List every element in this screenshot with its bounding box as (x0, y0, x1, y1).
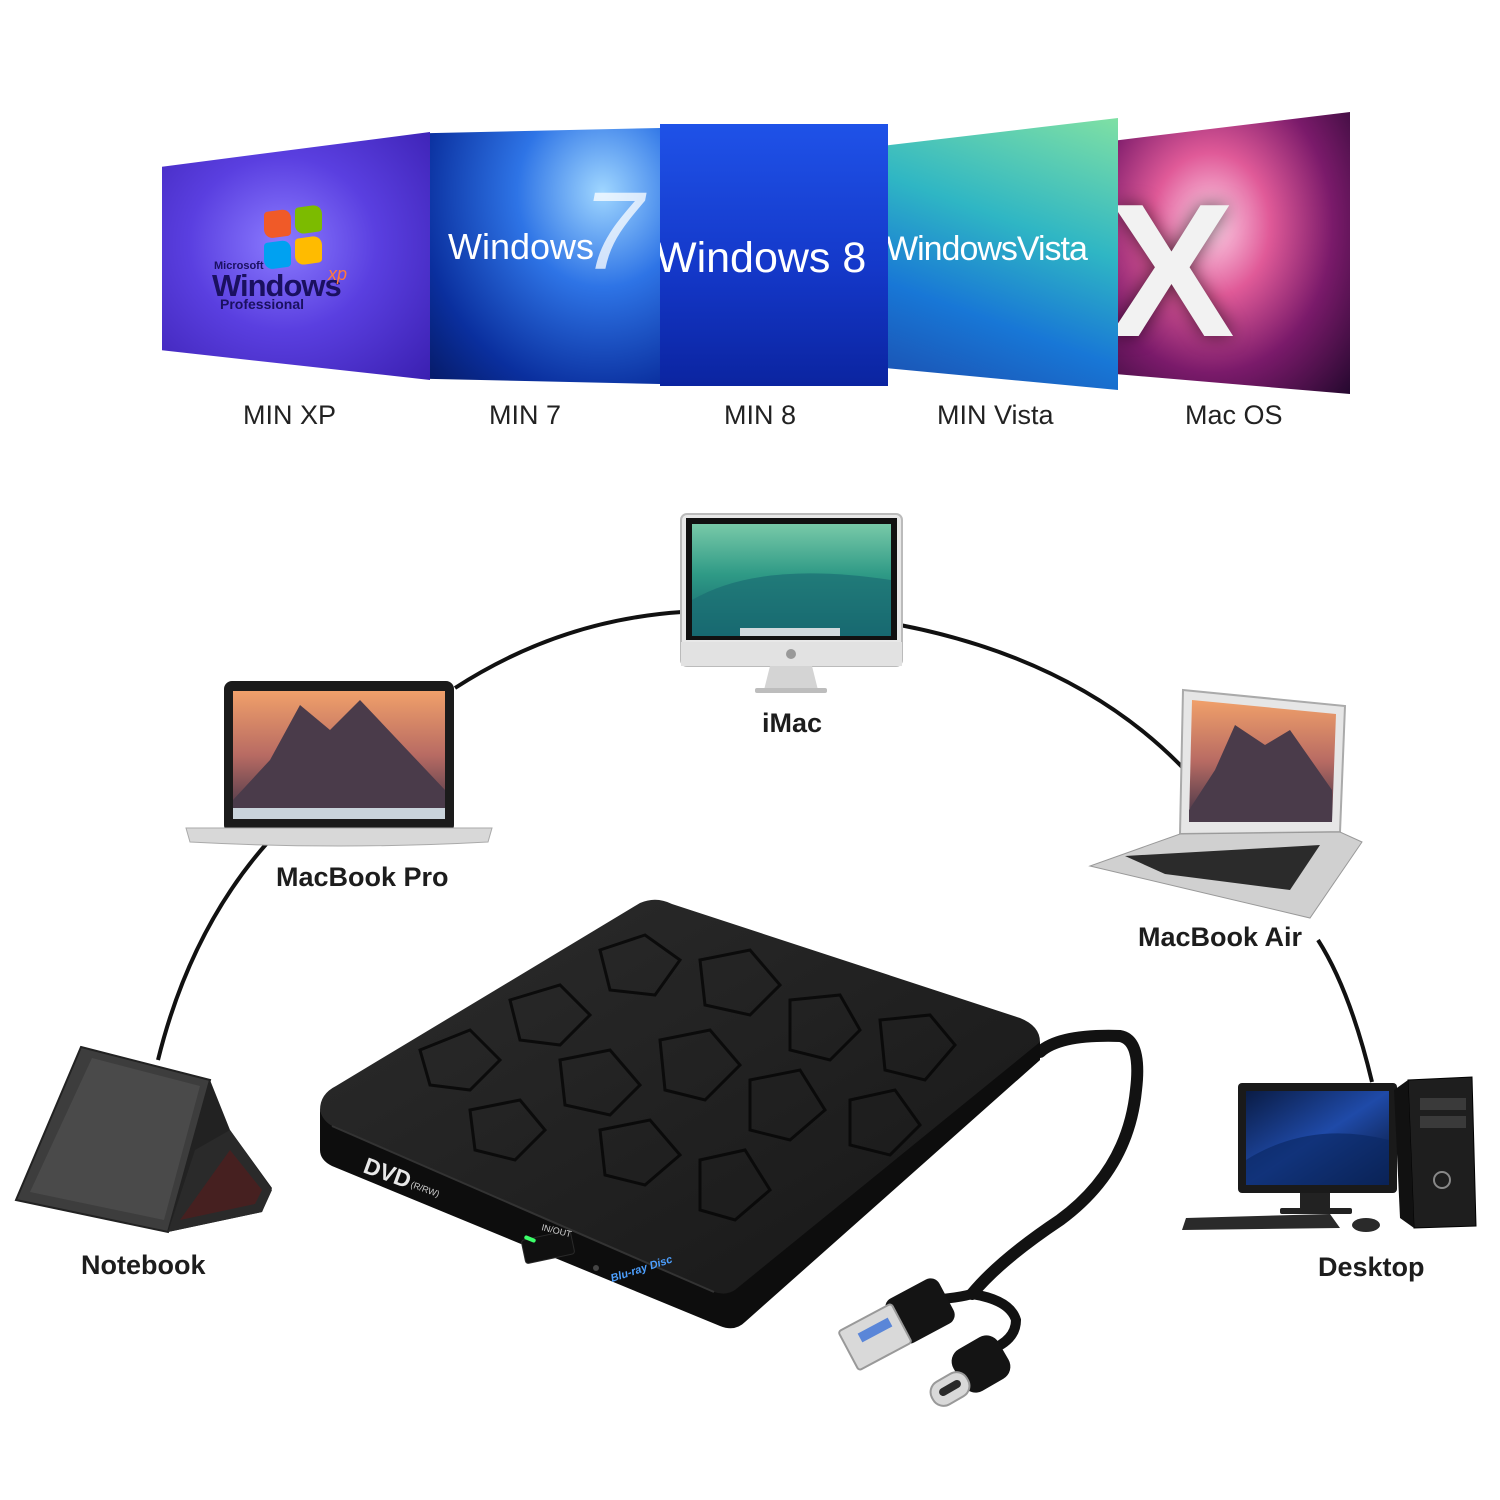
device-label-notebook: Notebook (81, 1250, 206, 1280)
notebook-icon (14, 1045, 272, 1234)
link-macbook-pro-imac (453, 610, 683, 690)
windows-8-panel: Windows 8 (660, 124, 888, 386)
usb-c-connector-icon (929, 1335, 1011, 1407)
device-label-macbook-air: MacBook Air (1138, 922, 1303, 952)
os-label-xp: MIN XP (243, 400, 337, 430)
os-label-mac: Mac OS (1185, 400, 1283, 430)
xp-logo-microsoft: Microsoft (214, 260, 264, 272)
desktop-icon (1182, 1076, 1477, 1232)
os-label-7: MIN 7 (489, 400, 562, 430)
win7-logo-text: Windows (448, 226, 595, 267)
link-imac-macbook-air (899, 623, 1187, 772)
emergency-eject-hole-icon (593, 1265, 599, 1271)
windows-7-panel: Windows 7 (430, 128, 660, 384)
win7-logo-number: 7 (582, 170, 644, 293)
windows-vista-panel: WindowsVista (888, 118, 1118, 390)
device-label-desktop: Desktop (1318, 1252, 1425, 1282)
device-label-imac: iMac (762, 708, 823, 738)
external-dvd-drive: DVD (R/RW) IN/OUT Blu-ray Disc (320, 899, 1040, 1329)
os-label-vista: MIN Vista (937, 400, 1054, 430)
macbook-pro-icon (185, 681, 493, 847)
drive-texture (418, 933, 957, 1222)
power-led-icon (524, 1235, 536, 1243)
device-label-macbook-pro: MacBook Pro (276, 862, 449, 892)
mac-os-x-panel: X (1118, 112, 1350, 394)
xp-logo-xp: xp (328, 264, 348, 284)
eject-button[interactable] (521, 1230, 575, 1264)
mac-os-x-logo: X (1118, 165, 1235, 377)
link-macbook-air-desktop (1316, 938, 1374, 1083)
macbook-air-icon (1088, 688, 1363, 919)
windows-xp-panel: Microsoft Windows xp Professional (162, 132, 430, 380)
xp-logo-professional: Professional (220, 296, 305, 312)
xp-logo-windows: Windows (212, 268, 342, 303)
os-label-8: MIN 8 (724, 400, 797, 430)
vista-logo-text: WindowsVista (888, 230, 1088, 268)
link-notebook-macbook-pro (156, 840, 270, 1061)
usb-a-connector-icon (838, 1278, 955, 1371)
imac-icon (680, 513, 903, 693)
win8-logo-text: Windows 8 (660, 234, 867, 282)
